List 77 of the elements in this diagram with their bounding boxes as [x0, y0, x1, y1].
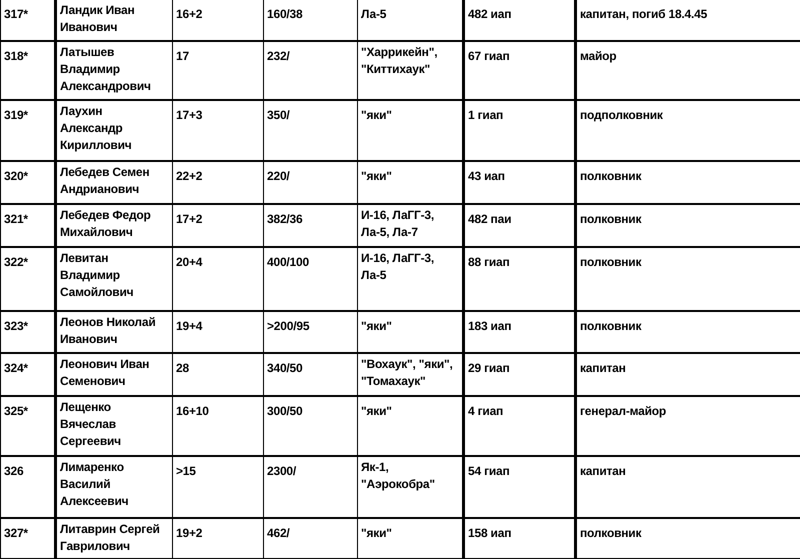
table-cell-text: полковник [580, 525, 642, 542]
table-cell-text: Ландик Иван Иванович [60, 2, 136, 36]
table-cell-text: 29 гиап [468, 360, 510, 377]
table-cell-text: 318* [4, 48, 28, 65]
table-cell-text: 400/100 [267, 254, 309, 271]
table-cell-text: 16+10 [176, 403, 209, 420]
table-cell-text: 2300/ [267, 463, 296, 480]
table-cell-text: 183 иап [468, 318, 512, 335]
table-cell-text: 322* [4, 254, 28, 271]
table-cell-text: И-16, ЛаГГ-3, Ла-5, Ла-7 [361, 207, 436, 241]
table-cell-text: Лебедев Семен Андрианович [60, 164, 150, 198]
table-cell-text: майор [580, 48, 616, 65]
table-cell-text: "Харрикейн", "Киттихаук" [361, 44, 438, 78]
table-cell-text: 320* [4, 168, 28, 185]
table-cell-text: подполковник [580, 107, 663, 124]
table-cell-text: Литаврин Сергей Гаврилович [60, 521, 161, 555]
table-cell-text: Лаухин Александр Кириллович [60, 103, 133, 154]
table-cell-text: Левитан Владимир Самойлович [60, 250, 134, 301]
table-cell-text: 319* [4, 107, 28, 124]
table-cell-text: полковник [580, 254, 642, 271]
table-cell-text: "яки" [361, 107, 392, 124]
table-cell-text: 326 [4, 463, 24, 480]
table-cell-text: 17+2 [176, 211, 202, 228]
table-cell-text: капитан [580, 463, 626, 480]
table-cell-text: 327* [4, 525, 28, 542]
table-cell-text: 323* [4, 318, 28, 335]
table-cell-text: 482 паи [468, 211, 512, 228]
table-cell-text: Ла-5 [361, 6, 386, 23]
table-cell-text: 220/ [267, 168, 290, 185]
table-cell-text: Леонович Иван Семенович [60, 356, 150, 390]
table-cell-text: Лещенко Вячеслав Сергеевич [60, 399, 122, 450]
table-cell-text: >200/95 [267, 318, 310, 335]
table-cell-text: Леонов Николай Иванович [60, 314, 157, 348]
table-cell-text: 19+4 [176, 318, 202, 335]
table-cell-text: 232/ [267, 48, 290, 65]
table-cell-text: Латышев Владимир Александрович [60, 44, 152, 95]
table-cell-text: 19+2 [176, 525, 202, 542]
table-cell-text: 325* [4, 403, 28, 420]
table-cell-text: 17 [176, 48, 189, 65]
table-cell-text: Лимаренко Василий Алексеевич [60, 459, 130, 510]
table-cell-text: 16+2 [176, 6, 202, 23]
table-cell-text: капитан [580, 360, 626, 377]
table-cell-text: 20+4 [176, 254, 202, 271]
table-cell-text: 317* [4, 6, 28, 23]
table-cell-text: "яки" [361, 318, 392, 335]
table-cell-text: 17+3 [176, 107, 202, 124]
table-cell-text: 1 гиап [468, 107, 504, 124]
table-cell-text: 324* [4, 360, 28, 377]
table-cell-text: полковник [580, 168, 642, 185]
table-cell-text: 4 гиап [468, 403, 504, 420]
table-cell-text: И-16, ЛаГГ-3, Ла-5 [361, 250, 436, 284]
table-cell-text: 340/50 [267, 360, 303, 377]
table-cell-text: капитан, погиб 18.4.45 [580, 6, 708, 23]
table-cell-text: 160/38 [267, 6, 303, 23]
table-cell-text: 158 иап [468, 525, 512, 542]
table-cell-text: 43 иап [468, 168, 505, 185]
table-cell-text: генерал-майор [580, 403, 666, 420]
table-cell-text: "Вохаук", "яки", "Томахаук" [361, 356, 454, 390]
table-cell-text: 22+2 [176, 168, 202, 185]
table-cell-text: >15 [176, 463, 196, 480]
table-cell-text: 300/50 [267, 403, 303, 420]
table-cell-text: 350/ [267, 107, 290, 124]
table-cell-text: полковник [580, 318, 642, 335]
table-cell-text: Як-1, "Аэрокобра" [361, 459, 436, 493]
table-cell-text: 321* [4, 211, 28, 228]
table-cell-text: 462/ [267, 525, 290, 542]
table-cell-text: 54 гиап [468, 463, 510, 480]
table-cell-text: полковник [580, 211, 642, 228]
table-cell-text: 28 [176, 360, 189, 377]
table-cell-text: "яки" [361, 403, 392, 420]
table-cell-text: Лебедев Федор Михайлович [60, 207, 152, 241]
table-cell-text: 482 иап [468, 6, 512, 23]
table-cell-text: 88 гиап [468, 254, 510, 271]
table-cell-text: 382/36 [267, 211, 303, 228]
table-cell-text: "яки" [361, 525, 392, 542]
table-cell-text: 67 гиап [468, 48, 510, 65]
table-cell-text: "яки" [361, 168, 392, 185]
